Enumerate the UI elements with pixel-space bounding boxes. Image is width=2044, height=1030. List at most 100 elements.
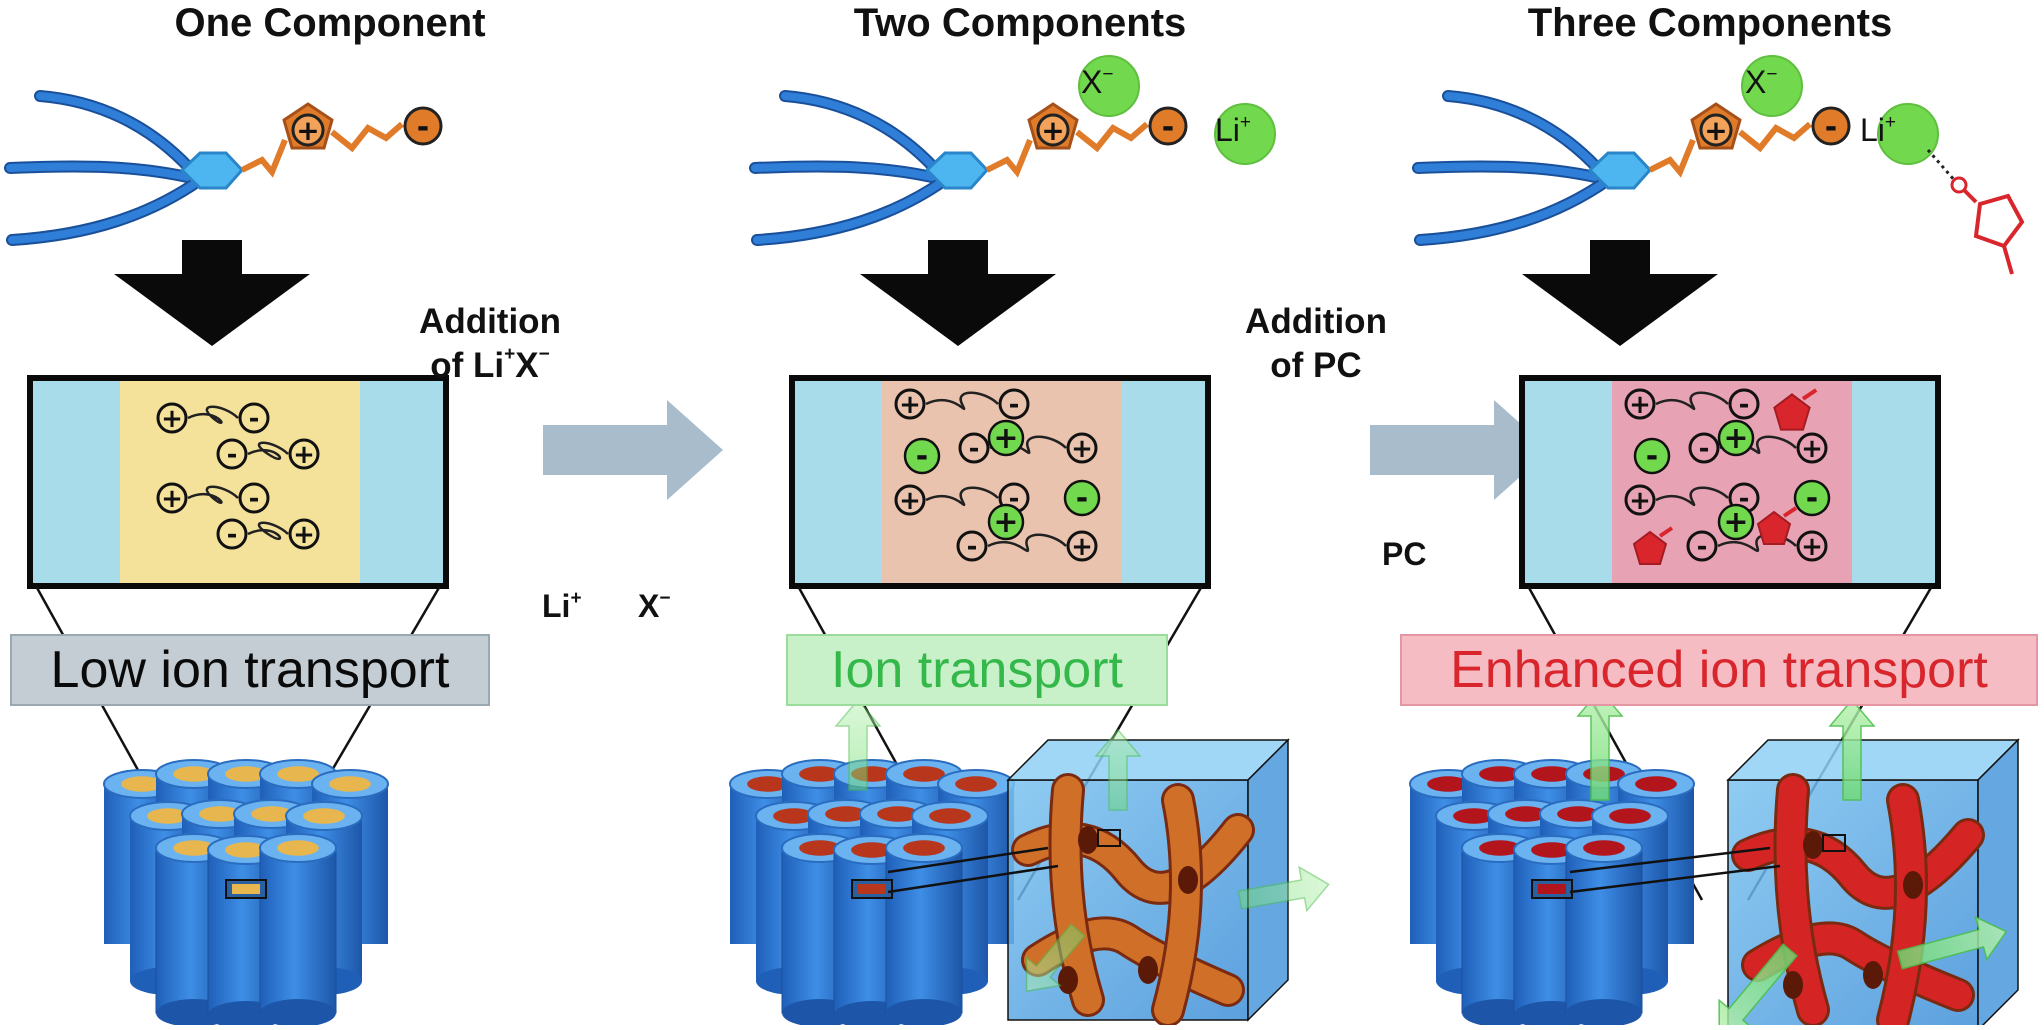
transport-arrow xyxy=(834,698,882,791)
column-core xyxy=(121,776,163,792)
zoom-box: +--++--+-+-+ xyxy=(789,375,1211,901)
minus-sign: - xyxy=(227,440,238,470)
channel-opening xyxy=(1783,971,1803,999)
tether-line xyxy=(187,485,239,505)
channel-opening xyxy=(1178,866,1198,894)
cation-plus-circle xyxy=(1699,113,1733,147)
minus-sign: - xyxy=(1646,439,1658,474)
step-caption-line2: of PC xyxy=(1270,346,1362,385)
box-frame xyxy=(789,375,1211,589)
panel-title-three-components: Three Components xyxy=(1527,1,1893,45)
alkyl-chain xyxy=(6,162,204,184)
column-core xyxy=(1531,842,1573,858)
minus-sign: - xyxy=(227,520,238,550)
alkyl-chain xyxy=(751,162,949,184)
plus-sign: + xyxy=(1801,532,1823,562)
anion-circle xyxy=(216,438,248,470)
channel-opening xyxy=(1863,961,1883,989)
legend-x-label: X− xyxy=(638,588,671,624)
column-core xyxy=(225,766,267,782)
step-arrow xyxy=(1370,400,1550,500)
arrow-shape xyxy=(834,698,882,791)
cation-circle xyxy=(1796,432,1828,464)
column-core xyxy=(903,766,945,782)
pc-tail xyxy=(1782,506,1798,518)
column-core xyxy=(799,840,841,856)
ionic-liquid-crystal-molecule: +- xyxy=(749,55,1276,246)
alkyl-chain xyxy=(36,92,204,184)
result-ion-transport: Ion transport xyxy=(786,634,1168,706)
anion-x-circle xyxy=(1741,55,1803,117)
linker-bond xyxy=(1648,138,1696,178)
tether-bond xyxy=(330,121,404,153)
cation-circle xyxy=(894,484,926,516)
minus-sign: - xyxy=(1162,110,1174,145)
alkyl-chain xyxy=(753,176,949,244)
column-core xyxy=(1583,840,1625,856)
plus-sign: + xyxy=(1041,114,1064,147)
column-base xyxy=(886,999,962,1027)
tether-line xyxy=(987,533,1067,553)
step-caption-line1: Addition xyxy=(419,302,561,341)
cutaway-core xyxy=(1538,884,1566,894)
cation-circle xyxy=(1624,388,1656,420)
plus-sign: + xyxy=(993,505,1018,540)
minus-sign: - xyxy=(967,532,978,562)
transport-arrow xyxy=(1896,915,2008,970)
lithium-circle xyxy=(1214,103,1276,165)
plus-sign: + xyxy=(899,486,921,516)
anion-circle xyxy=(1728,388,1760,420)
channel-opening xyxy=(1803,831,1823,859)
column-core xyxy=(1531,766,1573,782)
transport-arrow xyxy=(1094,728,1142,811)
tether-bond xyxy=(1075,121,1149,153)
bicontinuous-cube xyxy=(1006,738,1290,1027)
anion-circle xyxy=(1686,530,1718,562)
alkyl-chain xyxy=(1414,174,1614,246)
tether-line xyxy=(247,521,289,541)
lithium-label: Li+ xyxy=(1860,112,1897,148)
columnar-bundle xyxy=(729,759,1015,1029)
column-core xyxy=(173,766,215,782)
plus-sign: + xyxy=(1723,505,1748,540)
step-arrow xyxy=(543,400,723,500)
anion-x-circle xyxy=(1078,55,1140,117)
column-core xyxy=(955,776,997,792)
column-core xyxy=(277,766,319,782)
column-core xyxy=(773,808,815,824)
anion-circle xyxy=(238,402,270,434)
lithium-label: Li+ xyxy=(1215,112,1252,148)
pc-molecule xyxy=(1632,530,1668,565)
minus-sign: - xyxy=(1739,484,1750,514)
step-caption-line1: Addition xyxy=(1245,302,1387,341)
arrow-shape xyxy=(1718,943,1798,1030)
arrow-shape xyxy=(1828,698,1876,801)
plus-sign: + xyxy=(899,390,921,420)
transport-arrow xyxy=(1025,923,1086,993)
anion-circle xyxy=(956,530,988,562)
cation-circle xyxy=(288,438,320,470)
minus-sign: - xyxy=(969,434,980,464)
channel-opening xyxy=(1903,871,1923,899)
cube-side xyxy=(1977,738,2019,1030)
channel xyxy=(1154,786,1200,1024)
column-core xyxy=(929,808,971,824)
channel xyxy=(1879,786,1925,1030)
anion-circle xyxy=(998,388,1030,420)
cube-side xyxy=(1247,738,1289,1022)
linker-bond xyxy=(240,138,288,178)
pc-tail xyxy=(1801,388,1818,401)
column-core xyxy=(1427,776,1469,792)
column-core xyxy=(1453,808,1495,824)
column-body xyxy=(259,847,337,1014)
cutaway-core xyxy=(232,884,260,894)
channel-opening xyxy=(1078,826,1098,854)
cube-top xyxy=(1006,739,1290,781)
panel-title-one-component: One Component xyxy=(174,1,486,45)
column-core xyxy=(1635,776,1677,792)
anion-minus-circle xyxy=(403,106,443,146)
cation-plus-circle xyxy=(291,113,325,147)
plus-sign: + xyxy=(1071,532,1093,562)
column-core xyxy=(1609,808,1651,824)
